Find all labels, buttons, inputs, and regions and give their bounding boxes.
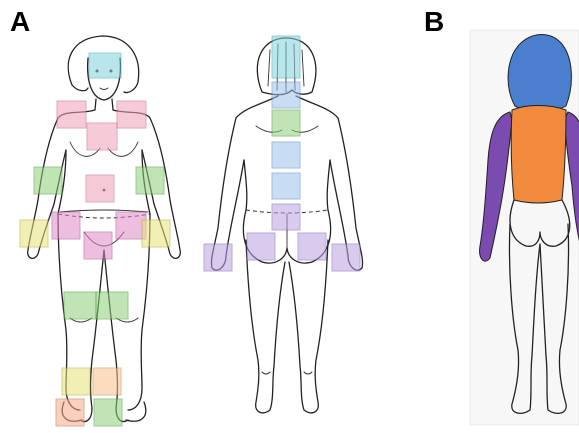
patch-front-left-knee <box>64 292 96 319</box>
patch-back-right-hand <box>332 244 360 271</box>
patch-front-groin <box>84 232 112 259</box>
patch-front-right-shoulder <box>117 101 146 128</box>
patch-front-abdomen <box>86 175 114 202</box>
patch-front-left-shoulder <box>57 101 86 128</box>
patch-back-head <box>272 36 300 78</box>
patch-back-sacrum <box>272 204 300 230</box>
region-head <box>508 35 571 111</box>
patch-front-left-foot <box>56 399 84 426</box>
colored-body-figure <box>470 30 579 425</box>
patch-back-mid-back <box>272 142 300 168</box>
patch-front-face <box>89 53 121 78</box>
patch-front-right-foot <box>94 399 122 426</box>
patch-back-right-buttock <box>298 233 326 260</box>
patch-front-right-forearm <box>136 167 164 194</box>
patch-front-left-forearm <box>34 167 62 194</box>
patch-back-lower-back <box>272 173 300 199</box>
patch-back-upper-back <box>272 110 300 136</box>
patch-front-right-knee <box>96 292 128 319</box>
patch-front-left-hand <box>20 220 48 247</box>
patch-front-left-ankle <box>62 368 90 395</box>
patch-front-right-ankle <box>93 368 121 395</box>
patch-front-right-hand <box>142 220 170 247</box>
back-legs <box>246 240 328 413</box>
region-torso <box>511 106 566 204</box>
patch-back-left-buttock <box>247 233 275 260</box>
back-body-figure <box>204 36 363 413</box>
patch-front-chest <box>87 123 117 150</box>
patch-front-left-hip <box>52 212 80 239</box>
patch-back-neck <box>272 82 300 108</box>
patch-back-left-hand <box>204 244 232 271</box>
front-body-figure <box>20 36 180 426</box>
